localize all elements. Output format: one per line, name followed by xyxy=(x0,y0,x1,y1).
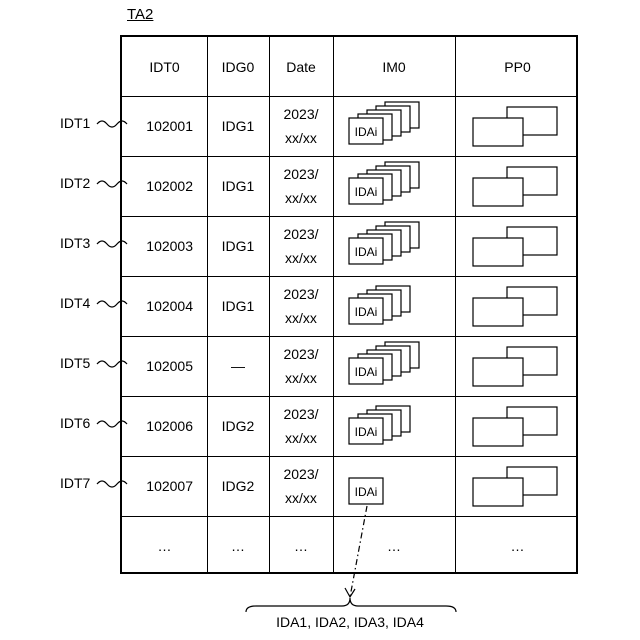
image-label: IDAi xyxy=(355,485,378,499)
row-tag-label: IDT2 xyxy=(60,175,90,191)
row-tag-connector xyxy=(97,421,127,427)
row-tag-label: IDT5 xyxy=(60,355,90,371)
row-tag-label: IDT7 xyxy=(60,475,90,491)
image-label: IDAi xyxy=(355,365,378,379)
pp-frame-front xyxy=(473,238,523,266)
pp-frame-front xyxy=(473,298,523,326)
row-tag-label: IDT1 xyxy=(60,115,90,131)
image-label: IDAi xyxy=(355,245,378,259)
image-label: IDAi xyxy=(355,305,378,319)
row-tag-label: IDT6 xyxy=(60,415,90,431)
image-label: IDAi xyxy=(355,185,378,199)
ida-list-label: IDA1, IDA2, IDA3, IDA4 xyxy=(220,614,480,630)
pp-frame-front xyxy=(473,418,523,446)
row-tag-label: IDT3 xyxy=(60,235,90,251)
row-tag-label: IDT4 xyxy=(60,295,90,311)
row-tag-connector xyxy=(97,121,127,127)
row-tag-connector xyxy=(97,181,127,187)
reference-arrow-line xyxy=(350,506,367,597)
pp-frame-front xyxy=(473,118,523,146)
image-label: IDAi xyxy=(355,125,378,139)
image-label: IDAi xyxy=(355,425,378,439)
row-tag-connector xyxy=(97,481,127,487)
row-tag-connector xyxy=(97,301,127,307)
pp-frame-front xyxy=(473,478,523,506)
curly-brace xyxy=(246,598,456,612)
pp-frame-front xyxy=(473,178,523,206)
pp-frame-front xyxy=(473,358,523,386)
row-tag-connector xyxy=(97,361,127,367)
row-tag-connector xyxy=(97,241,127,247)
